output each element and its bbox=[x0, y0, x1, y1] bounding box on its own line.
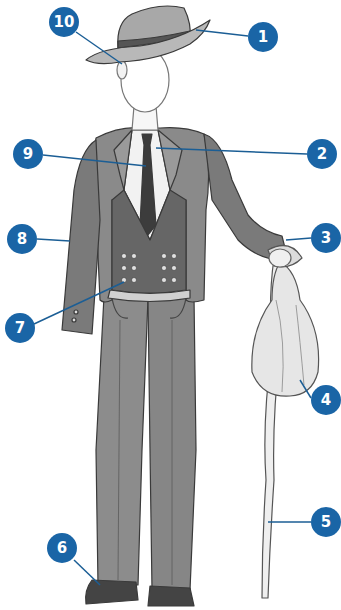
hand bbox=[269, 249, 291, 267]
callout-circle: 3 bbox=[311, 223, 341, 253]
callout-circle: 6 bbox=[47, 533, 77, 563]
callout-number: 9 bbox=[23, 147, 33, 162]
jacket-sleeve bbox=[62, 140, 100, 334]
shoe bbox=[148, 586, 194, 606]
callout-number: 10 bbox=[54, 15, 75, 30]
cuff-button bbox=[72, 318, 76, 322]
callout-circle: 1 bbox=[248, 22, 278, 52]
callout-circle: 8 bbox=[7, 224, 37, 254]
bag-knot bbox=[268, 246, 302, 268]
callout-circle-fill bbox=[311, 385, 341, 415]
callout-circle: 7 bbox=[5, 313, 35, 343]
callout-number: 7 bbox=[15, 321, 25, 336]
callout-number: 8 bbox=[17, 232, 27, 247]
callout-circle-fill bbox=[248, 22, 278, 52]
hat-brim bbox=[86, 20, 210, 64]
jacket bbox=[93, 128, 209, 302]
suspender-loop bbox=[112, 298, 186, 318]
callout-circle-fill bbox=[311, 223, 341, 253]
callout-circle-fill bbox=[7, 224, 37, 254]
callout-circle-fill bbox=[47, 533, 77, 563]
callout-number: 5 bbox=[321, 515, 331, 530]
callout-circle-fill bbox=[307, 139, 337, 169]
trouser-crease bbox=[118, 320, 172, 585]
callout-circle: 9 bbox=[13, 139, 43, 169]
waistcoat bbox=[112, 190, 186, 293]
leader-lines bbox=[34, 30, 311, 585]
callout-circle: 2 bbox=[307, 139, 337, 169]
callout-circle-fill bbox=[49, 7, 79, 37]
callout-circle-fill bbox=[311, 507, 341, 537]
shoe bbox=[86, 580, 138, 604]
callout-number: 6 bbox=[57, 541, 67, 556]
callout-circle: 4 bbox=[311, 385, 341, 415]
bag-fold bbox=[276, 300, 304, 392]
necktie bbox=[140, 134, 156, 236]
cuff-button bbox=[74, 310, 78, 314]
callout-number: 4 bbox=[321, 393, 331, 408]
callout-circle-fill bbox=[5, 313, 35, 343]
callout-circle: 10 bbox=[49, 7, 79, 37]
trouser-leg bbox=[96, 296, 148, 585]
callout-circle-fill bbox=[13, 139, 43, 169]
callout-number: 1 bbox=[258, 30, 268, 45]
callout-number: 2 bbox=[317, 147, 327, 162]
vest-buttons bbox=[122, 254, 177, 283]
callout-circle: 5 bbox=[311, 507, 341, 537]
callout-number: 3 bbox=[321, 231, 331, 246]
bindle-bag bbox=[252, 262, 319, 396]
waistband bbox=[108, 290, 190, 302]
